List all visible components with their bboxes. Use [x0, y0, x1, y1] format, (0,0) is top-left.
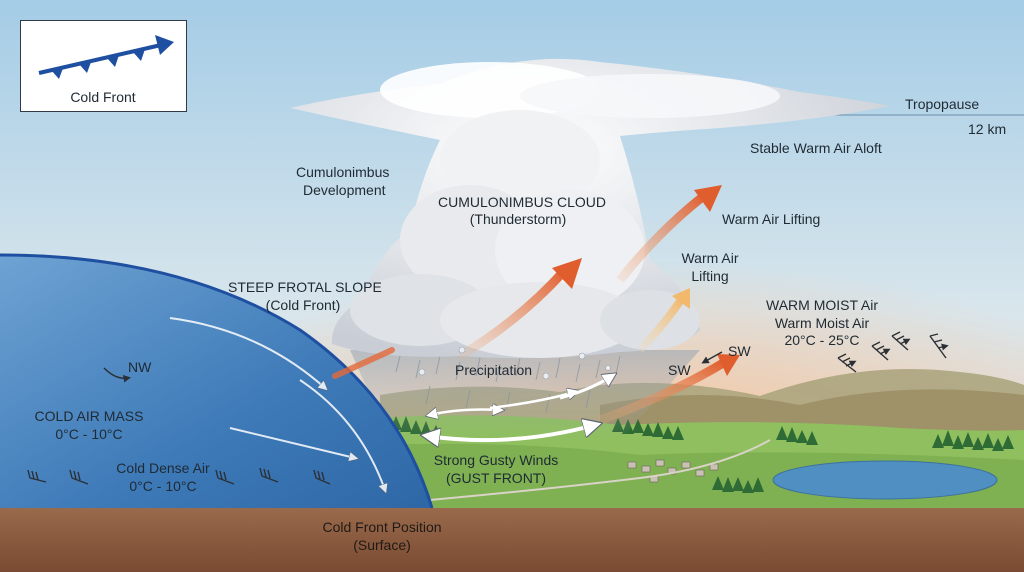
cold-dense-temp: 0°C - 10°C — [129, 478, 197, 494]
nw-wind-arrow — [103, 367, 131, 383]
legend-box: Cold Front — [20, 20, 187, 112]
front-position-line1: Cold Front Position — [322, 519, 442, 535]
stable-air-label: Stable Warm Air Aloft — [750, 140, 882, 156]
nw-label: NW — [128, 359, 152, 375]
cold-air-mass-temp: 0°C - 10°C — [55, 426, 123, 442]
front-position-line2: (Surface) — [353, 537, 411, 553]
wind-barb-warm-icon — [837, 331, 946, 373]
cold-air-mass — [0, 255, 432, 508]
hail-stones — [418, 346, 611, 380]
warm-moist-temp: 20°C - 25°C — [784, 332, 860, 348]
ground-soil — [0, 508, 1024, 572]
cold-air-flow-arrows — [169, 317, 385, 490]
rain-streaks — [395, 355, 621, 413]
cumulonimbus-cloud-icon — [290, 58, 890, 359]
gust-arrow-icon — [428, 376, 612, 440]
cb-development-line1: Cumulonimbus — [296, 164, 390, 180]
sw-label-left: SW — [668, 362, 691, 378]
cold-dense-line1: Cold Dense Air — [116, 460, 210, 476]
warm-air-lifting-lower-line2: Lifting — [691, 268, 729, 284]
precipitation-label: Precipitation — [455, 362, 533, 378]
sw-label-right: SW — [728, 343, 751, 359]
cb-cloud-line1: CUMULONIMBUS CLOUD — [438, 194, 607, 210]
tropopause-label: Tropopause — [905, 96, 980, 112]
cb-cloud-line2: (Thunderstorm) — [469, 211, 567, 227]
legend-label: Cold Front — [70, 89, 136, 105]
warm-air-arrow-icon — [332, 185, 740, 425]
wind-barb-icon — [27, 467, 331, 485]
gusty-winds-line2: (GUST FRONT) — [445, 470, 547, 486]
sw-wind-arrow — [701, 351, 723, 364]
cold-front-symbol-icon — [38, 35, 174, 79]
warm-air-lifting-upper: Warm Air Lifting — [722, 211, 821, 227]
frontal-slope-line2: (Cold Front) — [265, 297, 341, 313]
road — [429, 439, 771, 501]
cold-air-mass-line1: COLD AIR MASS — [34, 408, 144, 424]
lake — [772, 460, 998, 500]
cold-front-boundary — [0, 253, 434, 509]
tropopause-height-label: 12 km — [968, 121, 1007, 137]
frontal-slope-line1: STEEP FROTAL SLOPE — [228, 279, 382, 295]
warm-moist-line1: WARM MOIST Air — [766, 297, 878, 313]
cb-development-line2: Development — [303, 182, 386, 198]
gusty-winds-line1: Strong Gusty Winds — [433, 452, 559, 468]
warm-moist-line2: Warm Moist Air — [774, 315, 870, 331]
village — [627, 459, 719, 483]
warm-air-lifting-lower-line1: Warm Air — [681, 250, 739, 266]
